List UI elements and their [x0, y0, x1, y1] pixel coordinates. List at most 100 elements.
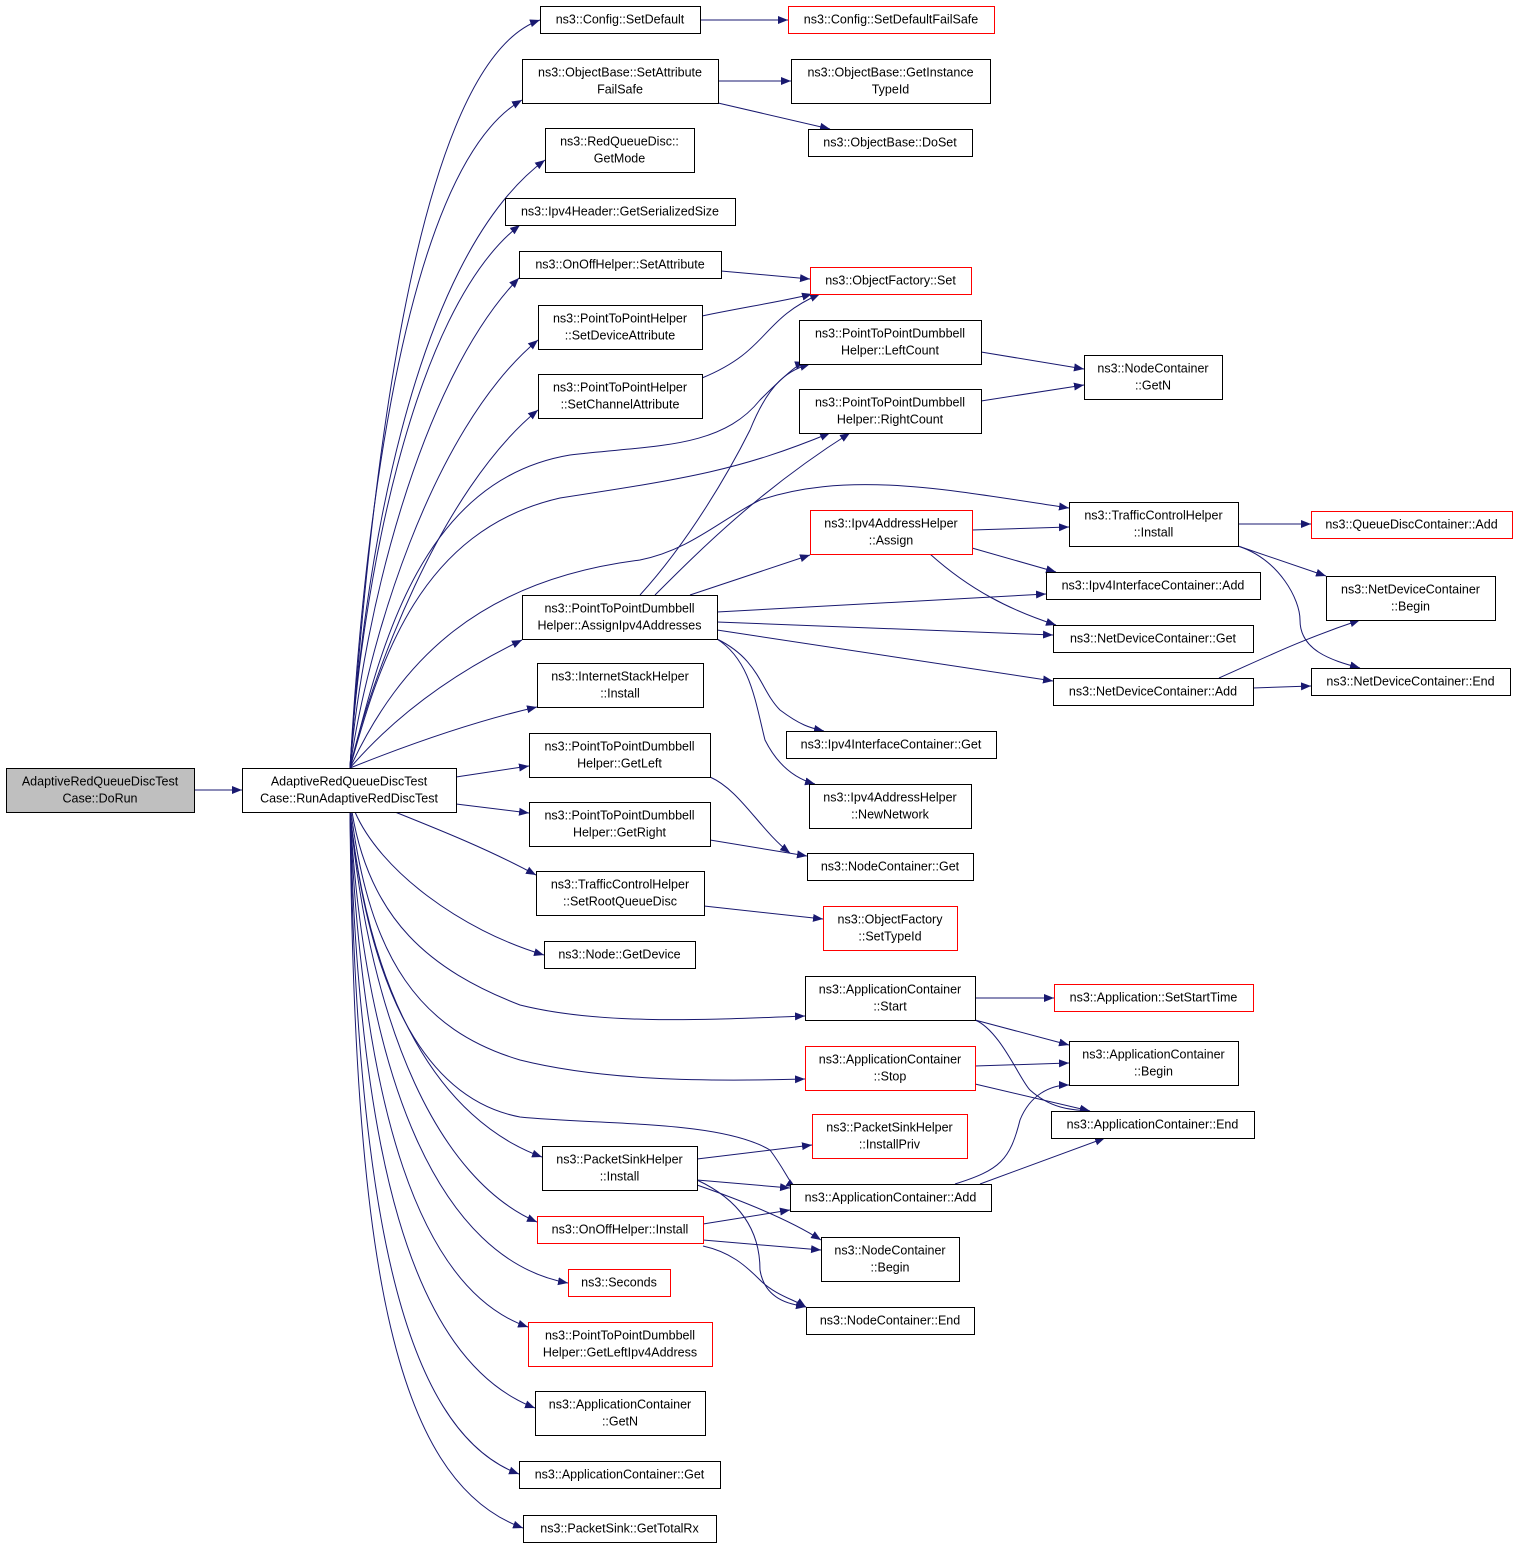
node-box[interactable]	[1069, 502, 1239, 547]
node-pshInstallPriv[interactable]: ns3::PacketSinkHelper::InstallPriv	[812, 1114, 968, 1159]
node-ipv4HdrSize[interactable]: ns3::Ipv4Header::GetSerializedSize	[505, 198, 736, 226]
node-box[interactable]	[806, 1307, 975, 1335]
node-qdcAdd[interactable]: ns3::QueueDiscContainer::Add	[1311, 511, 1513, 539]
node-box[interactable]	[535, 1391, 706, 1436]
node-dbAssignIpv4[interactable]: ns3::PointToPointDumbbellHelper::AssignI…	[522, 595, 718, 640]
node-box[interactable]	[805, 976, 976, 1021]
node-box[interactable]	[538, 305, 703, 350]
node-ipv4NewNet[interactable]: ns3::Ipv4AddressHelper::NewNetwork	[809, 784, 972, 829]
node-psGetTotalRx[interactable]: ns3::PacketSink::GetTotalRx	[523, 1515, 717, 1543]
node-box[interactable]	[1311, 511, 1513, 539]
node-box[interactable]	[505, 198, 736, 226]
node-ndcBegin[interactable]: ns3::NetDeviceContainer::Begin	[1326, 576, 1496, 621]
node-box[interactable]	[545, 128, 695, 173]
node-ncEnd[interactable]: ns3::NodeContainer::End	[806, 1307, 975, 1335]
node-ishInstall[interactable]: ns3::InternetStackHelper::Install	[537, 663, 704, 708]
node-box[interactable]	[529, 802, 711, 847]
node-acAdd[interactable]: ns3::ApplicationContainer::Add	[790, 1184, 992, 1212]
node-ipv4IfcAdd[interactable]: ns3::Ipv4InterfaceContainer::Add	[1046, 572, 1261, 600]
node-ipv4IfcGet[interactable]: ns3::Ipv4InterfaceContainer::Get	[786, 731, 997, 759]
node-redGetMode[interactable]: ns3::RedQueueDisc::GetMode	[545, 128, 695, 173]
node-box[interactable]	[540, 6, 701, 34]
node-box[interactable]	[808, 129, 973, 157]
node-box[interactable]	[6, 768, 195, 813]
node-dbGetRight[interactable]: ns3::PointToPointDumbbellHelper::GetRigh…	[529, 802, 711, 847]
node-box[interactable]	[799, 320, 982, 365]
node-acStart[interactable]: ns3::ApplicationContainer::Start	[805, 976, 976, 1021]
node-ofSetTypeId[interactable]: ns3::ObjectFactory::SetTypeId	[823, 906, 958, 951]
node-box[interactable]	[1084, 355, 1223, 400]
node-obDoSet[interactable]: ns3::ObjectBase::DoSet	[808, 129, 973, 157]
node-box[interactable]	[1054, 984, 1254, 1012]
node-box[interactable]	[1053, 678, 1254, 706]
node-box[interactable]	[544, 941, 696, 969]
node-box[interactable]	[786, 731, 997, 759]
node-ofSet[interactable]: ns3::ObjectFactory::Set	[810, 267, 972, 295]
node-box[interactable]	[810, 267, 972, 295]
node-acBegin[interactable]: ns3::ApplicationContainer::Begin	[1069, 1041, 1239, 1086]
node-p2pSetDevAttr[interactable]: ns3::PointToPointHelper::SetDeviceAttrib…	[538, 305, 703, 350]
node-box[interactable]	[519, 1461, 721, 1489]
node-box[interactable]	[790, 1184, 992, 1212]
node-box[interactable]	[536, 871, 705, 916]
node-box[interactable]	[812, 1114, 968, 1159]
node-box[interactable]	[538, 374, 703, 419]
node-box[interactable]	[528, 1322, 713, 1367]
node-box[interactable]	[523, 1515, 717, 1543]
node-ipv4AddrAssign[interactable]: ns3::Ipv4AddressHelper::Assign	[810, 510, 973, 555]
node-box[interactable]	[242, 768, 457, 813]
node-box[interactable]	[522, 59, 719, 104]
node-onoffInstall[interactable]: ns3::OnOffHelper::Install	[537, 1216, 704, 1244]
node-box[interactable]	[788, 6, 995, 34]
node-dbLeftCount[interactable]: ns3::PointToPointDumbbellHelper::LeftCou…	[799, 320, 982, 365]
node-ncBegin[interactable]: ns3::NodeContainer::Begin	[821, 1237, 960, 1282]
node-pshInstall[interactable]: ns3::PacketSinkHelper::Install	[542, 1146, 698, 1191]
node-runTest[interactable]: AdaptiveRedQueueDiscTestCase::RunAdaptiv…	[242, 768, 457, 813]
node-box[interactable]	[537, 663, 704, 708]
node-ncGet[interactable]: ns3::NodeContainer::Get	[807, 853, 974, 881]
node-acEnd[interactable]: ns3::ApplicationContainer::End	[1051, 1111, 1255, 1139]
node-box[interactable]	[1053, 625, 1254, 653]
node-box[interactable]	[810, 510, 973, 555]
node-box[interactable]	[791, 59, 991, 104]
node-box[interactable]	[1311, 668, 1511, 696]
node-box[interactable]	[799, 389, 982, 434]
node-box[interactable]	[1069, 1041, 1239, 1086]
node-onoffSetAttr[interactable]: ns3::OnOffHelper::SetAttribute	[519, 251, 722, 279]
node-box[interactable]	[1051, 1111, 1255, 1139]
node-box[interactable]	[529, 733, 711, 778]
node-box[interactable]	[537, 1216, 704, 1244]
node-box[interactable]	[519, 251, 722, 279]
node-seconds[interactable]: ns3::Seconds	[568, 1269, 671, 1297]
node-cfgSetDefault[interactable]: ns3::Config::SetDefault	[540, 6, 701, 34]
node-tchSetRoot[interactable]: ns3::TrafficControlHelper::SetRootQueueD…	[536, 871, 705, 916]
node-ndcAdd[interactable]: ns3::NetDeviceContainer::Add	[1053, 678, 1254, 706]
node-box[interactable]	[1326, 576, 1496, 621]
node-acGetN[interactable]: ns3::ApplicationContainer::GetN	[535, 1391, 706, 1436]
node-appSetStart[interactable]: ns3::Application::SetStartTime	[1054, 984, 1254, 1012]
node-dbGetLeftIpv4[interactable]: ns3::PointToPointDumbbellHelper::GetLeft…	[528, 1322, 713, 1367]
node-box[interactable]	[807, 853, 974, 881]
node-box[interactable]	[568, 1269, 671, 1297]
node-box[interactable]	[821, 1237, 960, 1282]
node-acGet[interactable]: ns3::ApplicationContainer::Get	[519, 1461, 721, 1489]
node-p2pSetChanAttr[interactable]: ns3::PointToPointHelper::SetChannelAttri…	[538, 374, 703, 419]
node-ndcEnd[interactable]: ns3::NetDeviceContainer::End	[1311, 668, 1511, 696]
node-box[interactable]	[542, 1146, 698, 1191]
node-ndcGet[interactable]: ns3::NetDeviceContainer::Get	[1053, 625, 1254, 653]
node-box[interactable]	[522, 595, 718, 640]
node-ncGetN[interactable]: ns3::NodeContainer::GetN	[1084, 355, 1223, 400]
node-cfgSetDefaultFS[interactable]: ns3::Config::SetDefaultFailSafe	[788, 6, 995, 34]
node-dbRightCount[interactable]: ns3::PointToPointDumbbellHelper::RightCo…	[799, 389, 982, 434]
node-box[interactable]	[809, 784, 972, 829]
node-box[interactable]	[823, 906, 958, 951]
node-acStop[interactable]: ns3::ApplicationContainer::Stop	[805, 1046, 976, 1091]
node-box[interactable]	[805, 1046, 976, 1091]
node-tchInstall[interactable]: ns3::TrafficControlHelper::Install	[1069, 502, 1239, 547]
node-nodeGetDevice[interactable]: ns3::Node::GetDevice	[544, 941, 696, 969]
node-box[interactable]	[1046, 572, 1261, 600]
